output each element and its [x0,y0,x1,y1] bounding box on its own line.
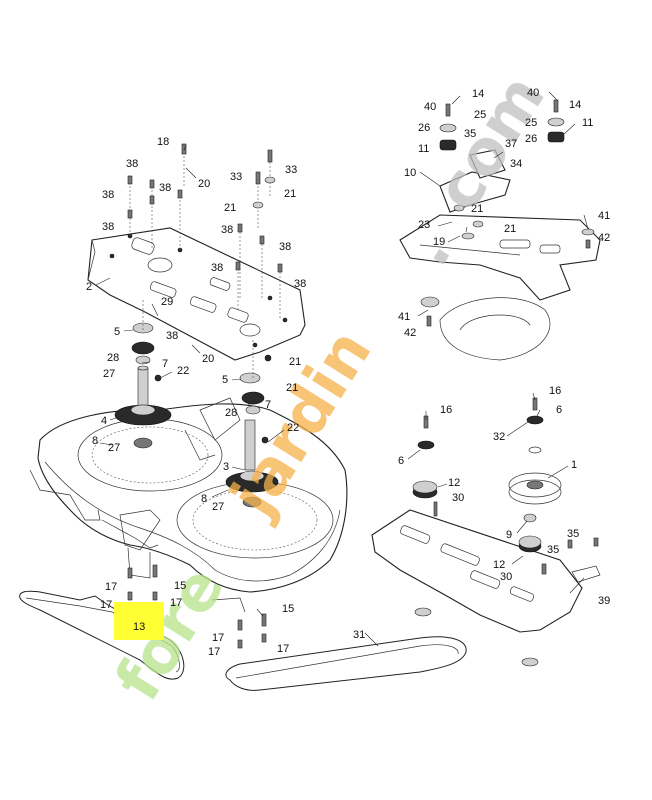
part-label-26[interactable]: 26 [525,133,537,145]
part-label-4[interactable]: 4 [101,415,107,427]
part-label-7[interactable]: 7 [162,358,168,370]
part-label-27[interactable]: 27 [108,442,120,454]
part-label-21[interactable]: 21 [284,188,296,200]
part-label-38[interactable]: 38 [166,330,178,342]
part-label-17[interactable]: 17 [208,646,220,658]
part-label-38[interactable]: 38 [279,241,291,253]
part-label-25[interactable]: 25 [525,117,537,129]
part-label-17[interactable]: 17 [212,632,224,644]
belt-31 [225,636,467,691]
part-label-12[interactable]: 12 [493,559,505,571]
part-label-17[interactable]: 17 [100,599,112,611]
part-label-5[interactable]: 5 [222,374,228,386]
part-label-15[interactable]: 15 [174,580,186,592]
leader-lines [95,91,589,647]
part-label-20[interactable]: 20 [202,353,214,365]
part-label-2[interactable]: 2 [86,281,92,293]
pulley-plate-assembly [371,397,601,667]
part-label-16[interactable]: 16 [440,404,452,416]
part-label-21[interactable]: 21 [504,223,516,235]
part-label-30[interactable]: 30 [452,492,464,504]
part-label-40[interactable]: 40 [527,87,539,99]
deck-bottom-bolts [127,564,267,649]
part-label-31[interactable]: 31 [353,629,365,641]
part-label-21[interactable]: 21 [471,203,483,215]
part-label-6[interactable]: 6 [398,455,404,467]
part-label-10[interactable]: 10 [404,167,416,179]
part-label-14[interactable]: 14 [569,99,581,111]
part-number-labels: 1 2 3 4 5 5 6 6 7 7 8 8 9 10 11 11 12 12… [86,87,610,658]
part-label-40[interactable]: 40 [424,101,436,113]
part-label-22[interactable]: 22 [287,422,299,434]
part-label-16[interactable]: 16 [549,385,561,397]
part-label-38[interactable]: 38 [102,189,114,201]
part-label-8[interactable]: 8 [92,435,98,447]
part-label-38[interactable]: 38 [102,221,114,233]
part-label-35[interactable]: 35 [567,528,579,540]
part-label-29[interactable]: 29 [161,296,173,308]
part-label-41[interactable]: 41 [398,311,410,323]
part-label-35[interactable]: 35 [547,544,559,556]
part-label-17[interactable]: 17 [277,643,289,655]
part-label-42[interactable]: 42 [404,327,416,339]
part-label-18[interactable]: 18 [157,136,169,148]
highlight-part-13[interactable]: 13 [114,602,164,640]
part-label-34[interactable]: 34 [510,158,522,170]
part-label-38[interactable]: 38 [221,224,233,236]
left-spindle-assembly [114,300,172,449]
part-label-38[interactable]: 38 [126,158,138,170]
part-label-28[interactable]: 28 [107,352,119,364]
part-label-33[interactable]: 33 [230,171,242,183]
part-label-5[interactable]: 5 [114,326,120,338]
top-plate-bolts [127,143,283,320]
part-label-21[interactable]: 21 [224,202,236,214]
part-label-8[interactable]: 8 [201,493,207,505]
part-label-11[interactable]: 11 [418,143,429,155]
part-label-3[interactable]: 3 [223,461,229,473]
part-label-32[interactable]: 32 [493,431,505,443]
top-plate [87,227,306,361]
part-label-30[interactable]: 30 [500,571,512,583]
part-label-28[interactable]: 28 [225,407,237,419]
part-label-21[interactable]: 21 [286,382,298,394]
part-label-39[interactable]: 39 [598,595,610,607]
part-label-15[interactable]: 15 [282,603,294,615]
part-label-27[interactable]: 27 [212,501,224,513]
part-label-14[interactable]: 14 [472,88,484,100]
part-label-22[interactable]: 22 [177,365,189,377]
highlight-label: 13 [133,621,145,633]
part-label-1[interactable]: 1 [571,459,577,471]
part-label-27[interactable]: 27 [103,368,115,380]
part-label-25[interactable]: 25 [474,109,486,121]
part-label-42[interactable]: 42 [598,232,610,244]
part-label-38[interactable]: 38 [294,278,306,290]
part-label-19[interactable]: 19 [433,236,445,248]
part-label-23[interactable]: 23 [418,219,430,231]
part-label-20[interactable]: 20 [198,178,210,190]
part-label-11[interactable]: 11 [582,117,593,129]
part-label-26[interactable]: 26 [418,122,430,134]
part-label-17[interactable]: 17 [170,597,182,609]
part-label-6[interactable]: 6 [556,404,562,416]
part-label-12[interactable]: 12 [448,477,460,489]
part-label-38[interactable]: 38 [211,262,223,274]
part-label-37[interactable]: 37 [505,138,517,150]
part-label-17[interactable]: 17 [105,581,117,593]
highlight-box [114,602,164,640]
part-label-7[interactable]: 7 [265,399,271,411]
part-label-21[interactable]: 21 [289,356,301,368]
idler-bracket-assembly [399,99,601,361]
part-label-38[interactable]: 38 [159,182,171,194]
mower-deck-housing [29,397,348,613]
part-label-35[interactable]: 35 [464,128,476,140]
part-label-41[interactable]: 41 [598,210,610,222]
part-label-9[interactable]: 9 [506,529,512,541]
part-label-33[interactable]: 33 [285,164,297,176]
